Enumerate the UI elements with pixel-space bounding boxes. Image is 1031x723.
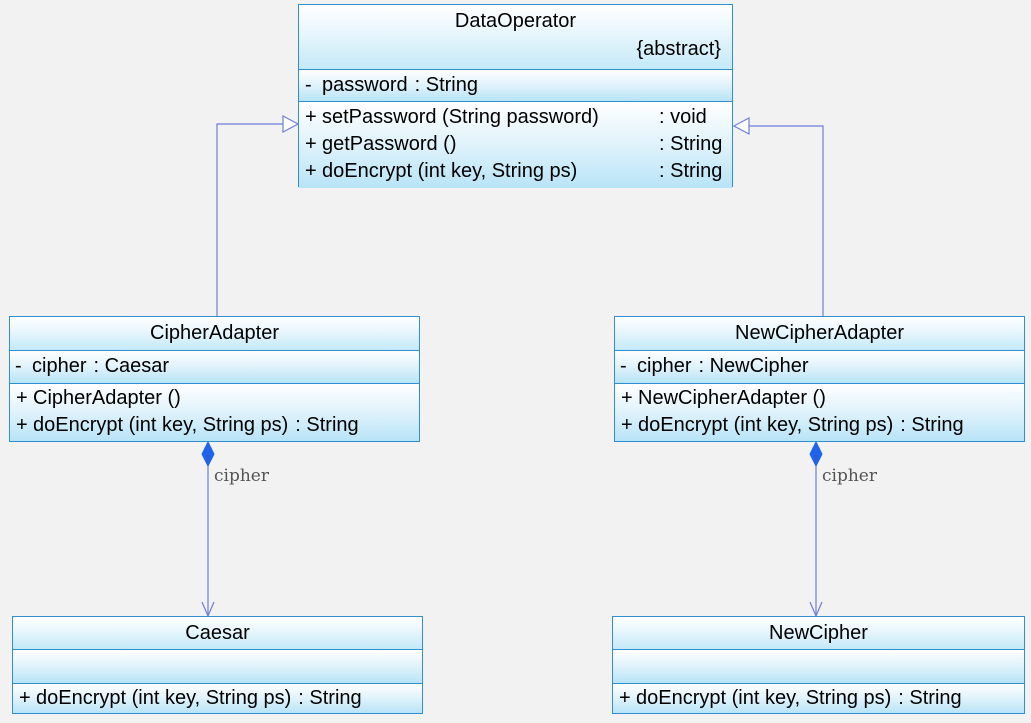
visibility-public: + (305, 106, 317, 128)
operation-row-get-password[interactable]: + getPassword () : String (299, 131, 732, 158)
operation-name: NewCipherAdapter () (638, 387, 826, 409)
class-new-cipher-adapter-attributes: - cipher : NewCipher (615, 350, 1024, 383)
class-new-cipher-adapter[interactable]: NewCipherAdapter - cipher : NewCipher + … (614, 316, 1025, 442)
attribute-name: password (322, 74, 408, 96)
visibility-private: - (305, 74, 312, 96)
operation-name: doEncrypt (int key, String ps) (36, 687, 292, 709)
operation-return-type: : String (659, 133, 723, 155)
class-new-cipher-adapter-name: NewCipherAdapter (735, 322, 904, 344)
operation-name: getPassword () (322, 133, 457, 155)
attribute-row-cipher[interactable]: - cipher : NewCipher (615, 353, 1024, 380)
visibility-public: + (305, 133, 317, 155)
operation-row-constructor[interactable]: + CipherAdapter () (10, 385, 419, 412)
class-cipher-adapter[interactable]: CipherAdapter - cipher : Caesar + Cipher… (9, 316, 420, 442)
class-data-operator-stereotype: {abstract} (636, 38, 721, 60)
attribute-type: : NewCipher (698, 355, 809, 377)
visibility-public: + (16, 387, 28, 409)
class-cipher-adapter-operations: + CipherAdapter () + doEncrypt (int key,… (10, 383, 419, 441)
operation-name: doEncrypt (int key, String ps) (33, 414, 289, 436)
operation-return-type: : String (295, 414, 359, 436)
class-caesar-name-compartment: Caesar (13, 617, 422, 649)
class-data-operator-name: DataOperator (454, 10, 577, 32)
operation-name: doEncrypt (int key, String ps) (638, 414, 894, 436)
class-caesar-name: Caesar (185, 622, 250, 644)
attribute-row-cipher[interactable]: - cipher : Caesar (10, 353, 419, 380)
composition-diamond-right (809, 440, 823, 468)
generalization-cipher-adapter[interactable] (216, 115, 300, 317)
operation-row-do-encrypt[interactable]: + doEncrypt (int key, String ps) : Strin… (13, 685, 422, 712)
composition-diamond-left (201, 440, 215, 468)
operation-row-do-encrypt[interactable]: + doEncrypt (int key, String ps) : Strin… (613, 685, 1024, 712)
generalization-arrow-right (732, 117, 750, 135)
visibility-private: - (620, 355, 627, 377)
attribute-type: : String (414, 74, 478, 96)
class-new-cipher-operations: + doEncrypt (int key, String ps) : Strin… (613, 683, 1024, 713)
class-data-operator[interactable]: DataOperator {abstract} - password : Str… (298, 4, 733, 188)
operation-row-constructor[interactable]: + NewCipherAdapter () (615, 385, 1024, 412)
class-new-cipher-adapter-operations: + NewCipherAdapter () + doEncrypt (int k… (615, 383, 1024, 441)
generalization-new-cipher-adapter[interactable] (732, 117, 824, 317)
visibility-private: - (15, 355, 22, 377)
attribute-name: cipher (32, 355, 87, 377)
class-new-cipher[interactable]: NewCipher + doEncrypt (int key, String p… (612, 616, 1025, 714)
visibility-public: + (621, 387, 633, 409)
operation-row-set-password[interactable]: + setPassword (String password) : void (299, 104, 732, 131)
attribute-row-password[interactable]: - password : String (299, 72, 732, 99)
operation-row-do-encrypt[interactable]: + doEncrypt (int key, String ps) : Strin… (10, 412, 419, 439)
visibility-public: + (305, 160, 317, 182)
visibility-public: + (19, 687, 31, 709)
class-caesar-operations: + doEncrypt (int key, String ps) : Strin… (13, 683, 422, 713)
operation-name: doEncrypt (int key, String ps) (322, 160, 578, 182)
operation-row-do-encrypt[interactable]: + doEncrypt (int key, String ps) : Strin… (615, 412, 1024, 439)
class-caesar-attributes (13, 649, 422, 683)
operation-name: doEncrypt (int key, String ps) (636, 687, 892, 709)
operation-name: CipherAdapter () (33, 387, 181, 409)
class-new-cipher-name: NewCipher (769, 622, 868, 644)
composition-cipher-adapter-caesar[interactable]: cipher (201, 440, 270, 618)
generalization-arrow-left (282, 115, 300, 133)
operation-name: setPassword (String password) (322, 106, 599, 128)
class-caesar[interactable]: Caesar + doEncrypt (int key, String ps) … (12, 616, 423, 714)
association-label-caesar: cipher (214, 466, 270, 486)
class-data-operator-operations: + setPassword (String password) : void +… (299, 101, 732, 188)
attribute-name: cipher (637, 355, 692, 377)
visibility-public: + (619, 687, 631, 709)
class-cipher-adapter-attributes: - cipher : Caesar (10, 350, 419, 383)
operation-return-type: : String (298, 687, 362, 709)
attribute-type: : Caesar (93, 355, 170, 377)
operation-return-type: : String (898, 687, 962, 709)
operation-return-type: : String (900, 414, 964, 436)
class-new-cipher-adapter-name-compartment: NewCipherAdapter (615, 317, 1024, 350)
class-cipher-adapter-name: CipherAdapter (150, 322, 279, 344)
visibility-public: + (16, 414, 28, 436)
operation-return-type: : String (659, 160, 723, 182)
class-cipher-adapter-name-compartment: CipherAdapter (10, 317, 419, 350)
visibility-public: + (621, 414, 633, 436)
class-new-cipher-attributes (613, 649, 1024, 683)
operation-row-do-encrypt[interactable]: + doEncrypt (int key, String ps) : Strin… (299, 158, 732, 185)
operation-return-type: : void (659, 106, 707, 128)
class-data-operator-attributes: - password : String (299, 69, 732, 101)
class-data-operator-name-compartment: DataOperator {abstract} (299, 5, 732, 69)
composition-new-cipher-adapter-new-cipher[interactable]: cipher (809, 440, 878, 618)
association-label-new-cipher: cipher (822, 466, 878, 486)
class-new-cipher-name-compartment: NewCipher (613, 617, 1024, 649)
